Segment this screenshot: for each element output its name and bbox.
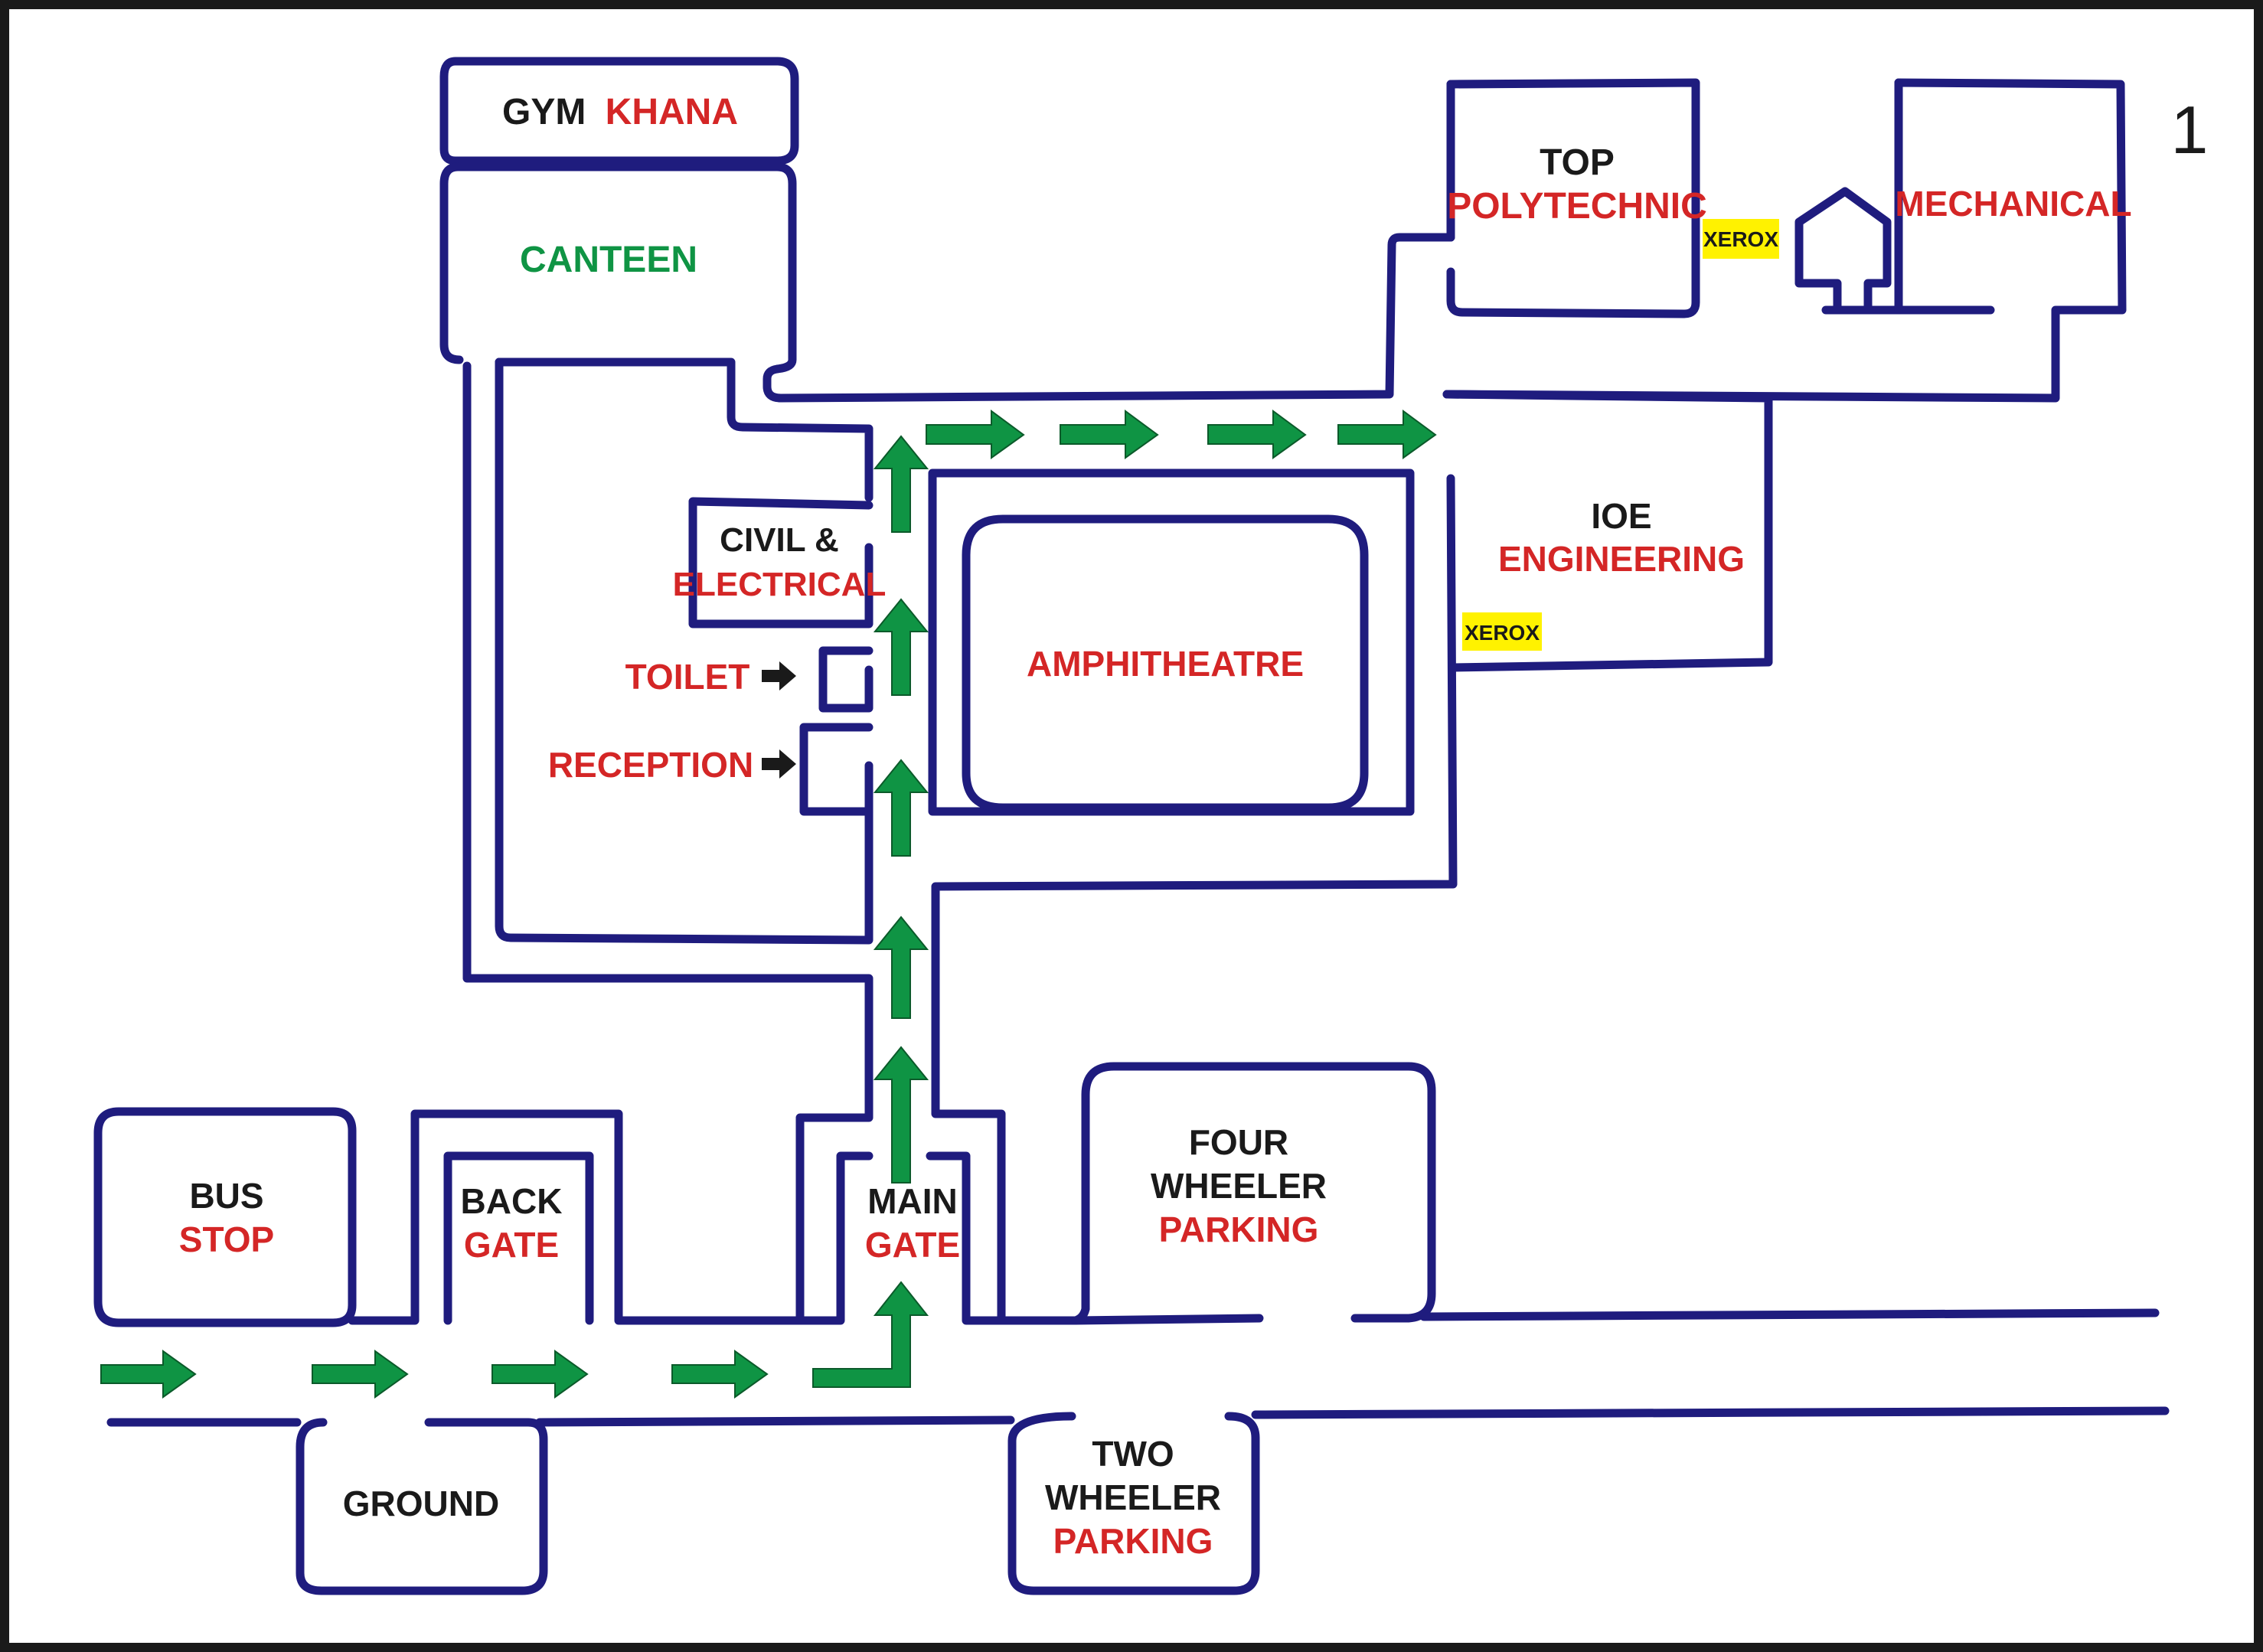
route-arrow	[100, 1350, 197, 1399]
bus-stop-label-2: STOP	[179, 1219, 274, 1259]
route-arrow	[491, 1350, 589, 1399]
back-gate-inner	[443, 1151, 594, 1325]
route-arrow	[312, 1350, 409, 1399]
xerox-label-top: XEROX	[1703, 227, 1778, 251]
ground-area	[296, 1418, 548, 1595]
reception-building	[799, 723, 874, 816]
toilet-label: TOILET	[625, 657, 750, 697]
pointer-arrows	[762, 661, 796, 779]
xerox-label-ioe: XEROX	[1465, 621, 1540, 645]
top-polytechnic-label-1: TOP	[1540, 142, 1615, 183]
top-polytechnic-building	[1446, 78, 1700, 318]
route-arrow	[873, 916, 929, 1019]
back-gate-structure	[348, 1109, 807, 1325]
amphitheatre-building	[962, 514, 1369, 812]
ground-label: GROUND	[343, 1484, 499, 1523]
two-wheeler-label-2: WHEELER	[1045, 1477, 1221, 1517]
civil-electrical-label-2: ELECTRICAL	[673, 566, 887, 603]
gym-khana-label-2: KHANA	[606, 92, 738, 132]
route-arrow	[873, 598, 929, 696]
route-arrow-turn	[812, 1281, 929, 1388]
four-wheeler-bottom-left	[1071, 1314, 1264, 1325]
route-arrow	[873, 1046, 929, 1183]
page-number: 1	[2171, 92, 2209, 168]
route-arrow	[1060, 410, 1159, 459]
amphitheatre-label: AMPHITHEATRE	[1027, 644, 1304, 684]
gym-khana-label-1: GYM	[502, 92, 586, 132]
route-arrow	[671, 1350, 769, 1399]
amphitheatre-enclosure	[928, 469, 1415, 816]
bus-stop-building	[93, 1107, 357, 1327]
two-wheeler-parking	[1007, 1412, 1260, 1595]
mechanical-label: MECHANICAL	[1895, 184, 2131, 224]
map-labels: GYM KHANA CANTEEN TOP POLYTECHNIC MECHAN…	[179, 92, 2132, 1561]
four-wheeler-label-3: PARKING	[1159, 1210, 1319, 1249]
main-gate-label-2: GATE	[865, 1225, 960, 1265]
route-arrow	[873, 435, 929, 533]
civil-electrical-label-1: CIVIL &	[720, 521, 839, 559]
bus-stop-label-1: BUS	[189, 1176, 263, 1216]
right-corridor-wall	[931, 474, 1458, 1325]
route-arrow	[1207, 410, 1307, 459]
canteen-left-wall	[439, 162, 464, 364]
top-polytechnic-label-2: POLYTECHNIC	[1447, 186, 1707, 227]
canteen-label: CANTEEN	[520, 240, 697, 280]
four-wheeler-label-1: FOUR	[1189, 1122, 1288, 1162]
route-arrow	[873, 759, 929, 857]
four-wheeler-parking	[1071, 1062, 1436, 1325]
main-gate-left	[798, 1151, 874, 1325]
main-gate-right	[926, 1151, 1080, 1325]
road-top-edge	[1419, 1308, 2160, 1321]
reception-pointer-icon	[762, 749, 796, 779]
mechanical-building	[1442, 78, 2127, 403]
toilet-pointer-icon	[762, 661, 796, 691]
two-wheeler-label-3: PARKING	[1053, 1521, 1213, 1561]
left-corridor-inner-left	[495, 357, 874, 945]
kiosk-building	[1794, 187, 1892, 315]
xerox-badge-top	[1703, 219, 1779, 259]
gym-khana-building	[439, 57, 799, 165]
ioe-label-2: ENGINEERING	[1498, 539, 1745, 579]
civil-electrical-building	[688, 497, 874, 628]
toilet-building	[818, 646, 874, 713]
main-gate-label-1: MAIN	[867, 1181, 958, 1221]
left-corridor-inner	[495, 357, 874, 502]
back-gate-label-1: BACK	[461, 1181, 563, 1221]
route-arrow	[1337, 410, 1437, 459]
route-arrow	[926, 410, 1025, 459]
road-bottom-mid	[535, 1415, 1015, 1427]
back-gate-label-2: GATE	[464, 1225, 559, 1265]
four-wheeler-label-2: WHEELER	[1151, 1166, 1327, 1206]
map-outlines	[93, 57, 2170, 1595]
left-corridor-outer	[462, 361, 874, 1325]
two-wheeler-label-1: TWO	[1092, 1434, 1174, 1474]
ioe-label-1: IOE	[1591, 496, 1651, 536]
xerox-badge-ioe	[1462, 612, 1542, 651]
canteen-building	[453, 162, 1455, 403]
reception-label: RECEPTION	[548, 745, 753, 785]
gym-khana-label: GYM KHANA	[502, 92, 738, 132]
road-bottom-right	[1251, 1406, 2170, 1419]
route-arrows	[100, 410, 1437, 1399]
